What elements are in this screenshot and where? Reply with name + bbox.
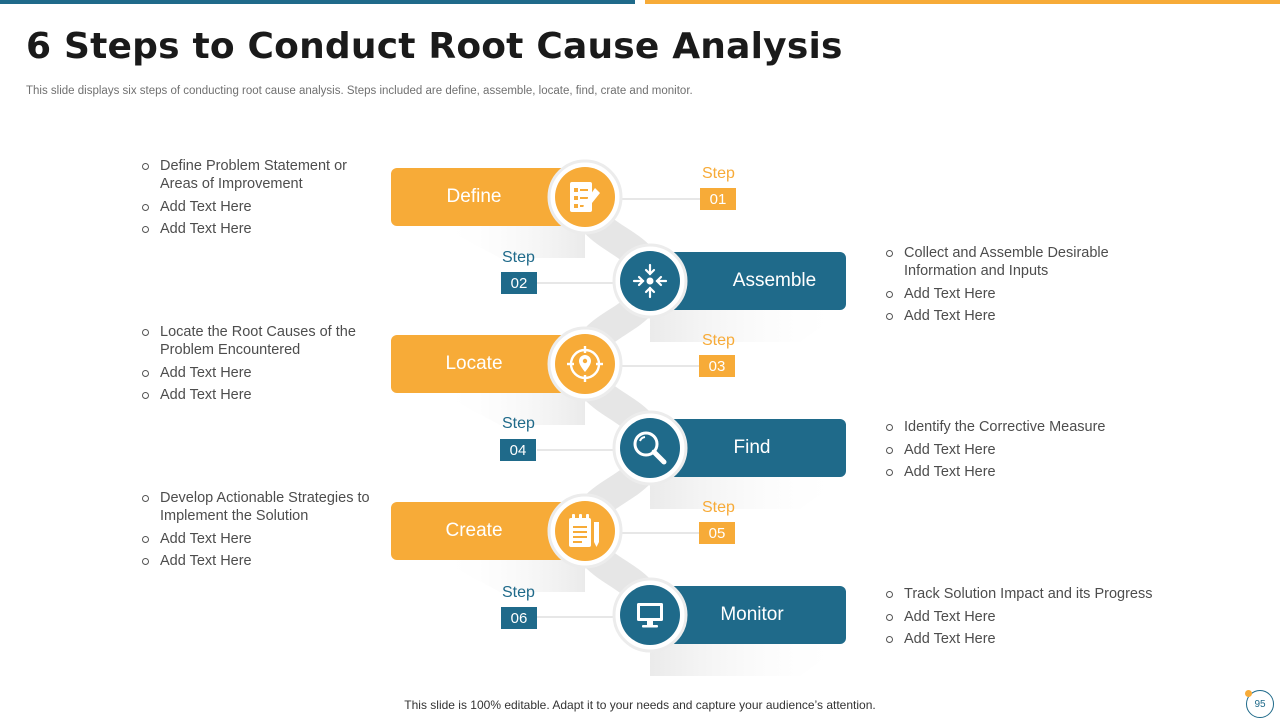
list-item: Add Text Here [884, 285, 1134, 303]
step-number-04: 04 [500, 439, 536, 461]
step-number-02: 02 [501, 272, 537, 294]
slide-subtitle: This slide displays six steps of conduct… [26, 85, 693, 97]
list-item: Develop Actionable Strategies to Impleme… [140, 489, 370, 525]
list-item: Add Text Here [140, 220, 365, 238]
list-item: Add Text Here [884, 307, 1134, 325]
top-accent-bar-blue [0, 0, 635, 4]
step-word-03: Step [702, 332, 735, 349]
bullet-list-assemble: Collect and Assemble Desirable Informati… [884, 244, 1134, 330]
list-item: Add Text Here [140, 364, 365, 382]
step-label-create: Create [391, 502, 587, 560]
top-accent-bar-orange [645, 0, 1280, 4]
list-item: Add Text Here [140, 552, 370, 570]
bullet-list-create: Develop Actionable Strategies to Impleme… [140, 489, 370, 575]
step-word-04: Step [502, 415, 535, 432]
list-item: Add Text Here [140, 198, 365, 216]
list-item: Add Text Here [884, 441, 1164, 459]
list-item: Add Text Here [884, 463, 1164, 481]
step-number-01: 01 [700, 188, 736, 210]
page-number-dot [1245, 690, 1252, 697]
list-item: Add Text Here [884, 630, 1184, 648]
step-label-find: Find [650, 419, 846, 477]
list-item: Define Problem Statement or Areas of Imp… [140, 157, 365, 193]
step-label-assemble: Assemble [650, 252, 846, 310]
step-word-06: Step [502, 584, 535, 601]
list-item: Add Text Here [140, 386, 365, 404]
list-item: Add Text Here [884, 608, 1184, 626]
step-number-03: 03 [699, 355, 735, 377]
list-item: Collect and Assemble Desirable Informati… [884, 244, 1134, 280]
bullet-list-monitor: Track Solution Impact and its Progress A… [884, 585, 1184, 653]
list-item: Track Solution Impact and its Progress [884, 585, 1184, 603]
list-item: Add Text Here [140, 530, 370, 548]
page-number: 95 [1246, 690, 1274, 718]
list-item: Identify the Corrective Measure [884, 418, 1164, 436]
step-label-locate: Locate [391, 335, 587, 393]
step-word-02: Step [502, 249, 535, 266]
slide-title: 6 Steps to Conduct Root Cause Analysis [26, 26, 843, 67]
step-word-05: Step [702, 499, 735, 516]
connector-spine [569, 182, 666, 630]
step-number-05: 05 [699, 522, 735, 544]
slide-footer: This slide is 100% editable. Adapt it to… [404, 698, 876, 712]
list-item: Locate the Root Causes of the Problem En… [140, 323, 365, 359]
bullet-list-locate: Locate the Root Causes of the Problem En… [140, 323, 365, 409]
bullet-list-define: Define Problem Statement or Areas of Imp… [140, 157, 365, 243]
step-label-monitor: Monitor [650, 586, 846, 644]
step-label-define: Define [391, 168, 587, 226]
bullet-list-find: Identify the Corrective Measure Add Text… [884, 418, 1164, 486]
step-number-06: 06 [501, 607, 537, 629]
step-word-01: Step [702, 165, 735, 182]
